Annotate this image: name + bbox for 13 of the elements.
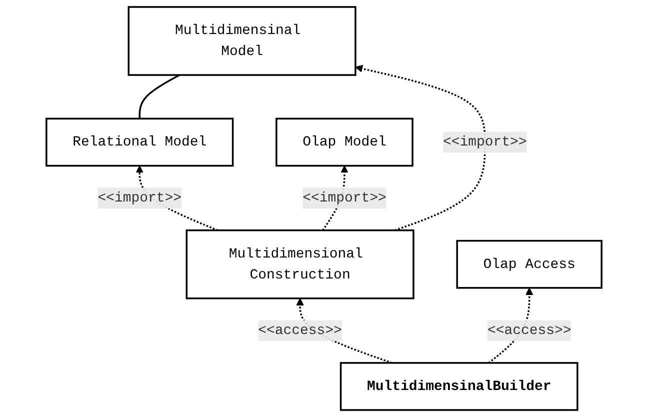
edge-label: <<import>> bbox=[302, 190, 386, 206]
node-box: MultidimensinalBuilder bbox=[340, 362, 578, 411]
edge-label: <<access>> bbox=[487, 322, 572, 338]
node-box: Relational Model bbox=[46, 118, 234, 167]
edge-label: <<import>> bbox=[443, 134, 527, 150]
node-box: Multidimensional Construction bbox=[186, 229, 414, 300]
node-box: Olap Access bbox=[456, 240, 602, 289]
edge-label: <<import>> bbox=[98, 190, 182, 206]
edge-label: <<access>> bbox=[258, 322, 342, 338]
connector bbox=[138, 74, 180, 119]
node-box: Multidimensinal Model bbox=[128, 6, 356, 76]
arrow bbox=[355, 64, 486, 232]
node-box: Olap Model bbox=[276, 118, 414, 167]
